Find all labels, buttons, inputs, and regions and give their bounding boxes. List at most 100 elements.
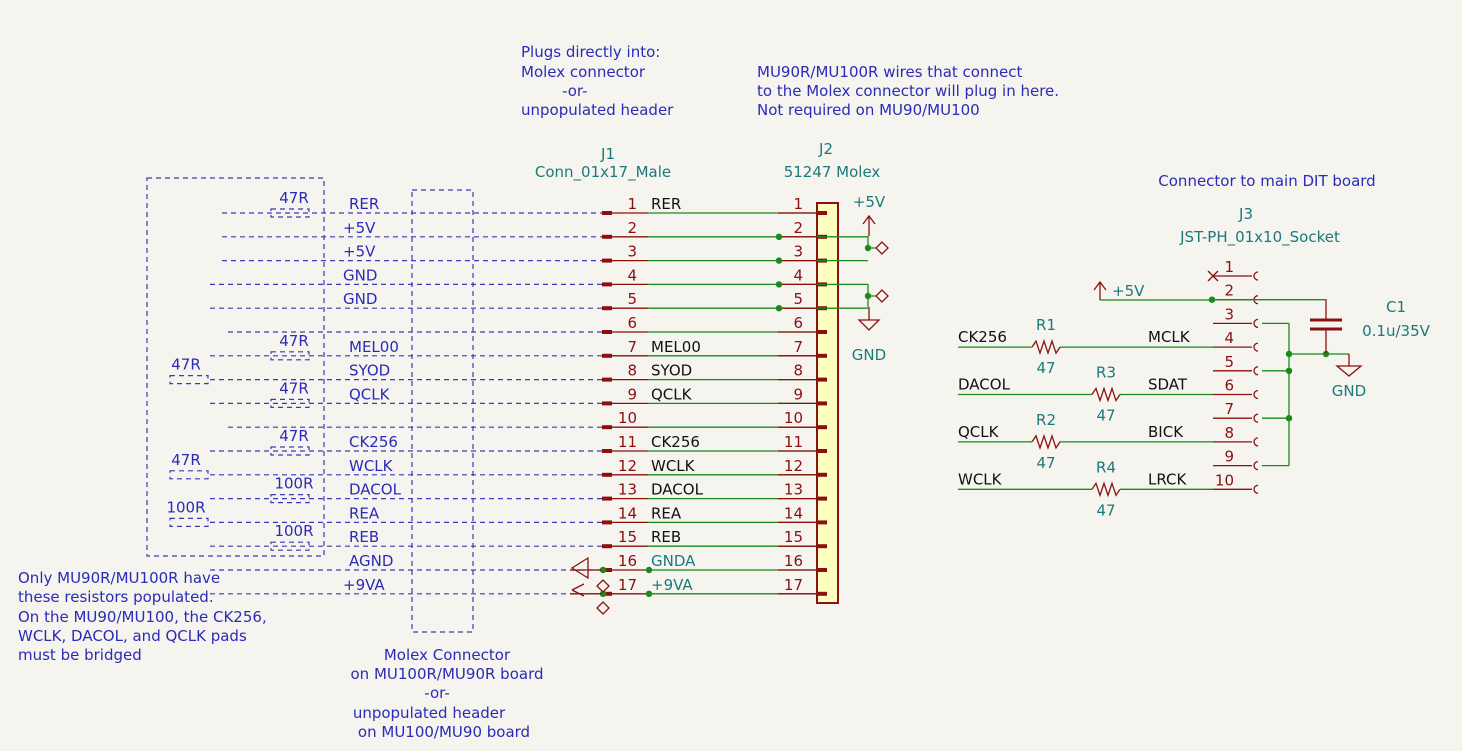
j3-pin-number: 9 <box>1224 448 1234 466</box>
j1-pin-number: 5 <box>627 290 637 308</box>
note-molex: Molex Connector on MU100R/MU90R board -o… <box>351 646 544 741</box>
right-net-in: CK256 <box>958 328 1007 346</box>
j3-value: JST-PH_01x10_Socket <box>1179 228 1340 247</box>
right-plus5v-symbol: +5V <box>1093 280 1145 300</box>
left-resistor-label: 47R <box>279 427 309 445</box>
j2-pin-number: 14 <box>784 504 803 522</box>
resistor-zigzag <box>1091 386 1121 403</box>
j2-pin-number: 1 <box>793 195 803 213</box>
j3-pin-number: 3 <box>1224 305 1234 323</box>
right-gnd-label: GND <box>1332 382 1366 400</box>
gnd-symbol: GND <box>852 307 886 364</box>
j1-pin-number: 4 <box>627 266 637 284</box>
j3-pin: 1 <box>1213 258 1259 281</box>
molex-header-box <box>411 189 474 633</box>
j3-pin: 4 <box>1213 329 1259 352</box>
j1-net-label: CK256 <box>651 433 700 451</box>
j1-pin-number: 3 <box>627 243 637 261</box>
j3-pin-number: 5 <box>1224 353 1234 371</box>
resistor-region-box <box>146 177 325 557</box>
left-resistor: 47R <box>270 332 310 361</box>
left-net-label: +5V <box>343 219 376 237</box>
j1-pin-number: 15 <box>618 528 637 546</box>
left-resistor-label: 47R <box>279 189 309 207</box>
j1-pin-number: 7 <box>627 338 637 356</box>
note-resistors-line: must be bridged <box>18 646 142 664</box>
right-resistor-value: 47 <box>1096 407 1115 425</box>
junction-dot <box>775 233 783 240</box>
j1-net-label: MEL00 <box>651 338 701 356</box>
junction-dot <box>599 590 607 597</box>
right-net-out: MCLK <box>1148 328 1191 346</box>
note-resistors: Only MU90R/MU100R have these resistors p… <box>18 569 267 664</box>
j1-pin-number: 2 <box>627 219 637 237</box>
left-net-label: CK256 <box>349 433 398 451</box>
j2-pin-number: 15 <box>784 528 803 546</box>
plus9va-arrow-icon <box>571 583 585 597</box>
junction-dot <box>1285 350 1293 358</box>
j3-pin-number: 10 <box>1215 471 1234 489</box>
note-mu90r-line: to the Molex connector will plug in here… <box>757 82 1059 100</box>
j1-pin-number: 11 <box>618 433 637 451</box>
right-net-in: QCLK <box>958 423 1000 441</box>
left-net-label: GND <box>343 266 377 284</box>
left-net-label: AGND <box>349 552 393 570</box>
left-resistor: 100R <box>270 522 314 551</box>
j2-pin-number: 7 <box>793 338 803 356</box>
left-resistor: 100R <box>270 475 314 504</box>
note-mu90r-line: MU90R/MU100R wires that connect <box>757 63 1022 81</box>
left-resistor: 47R <box>169 356 209 385</box>
right-net-out: BICK <box>1148 423 1184 441</box>
junction-dot <box>775 281 783 288</box>
j2-pin-number: 4 <box>793 266 803 284</box>
left-resistor-label: 47R <box>279 379 309 397</box>
left-resistor-label: 100R <box>166 498 205 516</box>
right-resistor-ref: R4 <box>1096 458 1116 476</box>
right-resistor-value: 47 <box>1096 501 1115 519</box>
pwr-flag-icon <box>596 579 610 615</box>
j3-pin: 3 <box>1213 305 1259 329</box>
j2-value: 51247 Molex <box>784 163 881 181</box>
junction-dot <box>864 244 872 252</box>
right-net-in: DACOL <box>958 376 1011 394</box>
c1-ref: C1 <box>1386 298 1406 316</box>
right-gnd-symbol: GND <box>1332 354 1366 400</box>
j1-pin-number: 17 <box>618 576 637 594</box>
resistor-zigzag <box>1031 433 1061 450</box>
junction-dot <box>775 257 783 264</box>
note-mu90r: MU90R/MU100R wires that connect to the M… <box>757 63 1059 119</box>
j2-pin-number: 2 <box>793 219 803 237</box>
j1-pin-number: 14 <box>618 504 637 522</box>
c1-value: 0.1u/35V <box>1362 322 1431 340</box>
j2-pin-number: 6 <box>793 314 803 332</box>
j1-net-label: SYOD <box>651 362 692 380</box>
j3-pin: 5 <box>1213 353 1259 376</box>
j1-net-label: GNDA <box>651 552 696 570</box>
right-resistor-ref: R2 <box>1036 411 1056 429</box>
note-molex-line: Molex Connector <box>384 646 511 664</box>
j1-net-label: REB <box>651 528 681 546</box>
j3-pin: 9 <box>1213 448 1259 471</box>
j2-pin-number: 12 <box>784 457 803 475</box>
left-net-label: GND <box>343 290 377 308</box>
j3-pin: 8 <box>1213 424 1259 447</box>
note-plugs-line: unpopulated header <box>521 101 674 119</box>
left-resistor: 47R <box>169 451 209 480</box>
agnd-symbol <box>570 556 589 580</box>
left-net-label: QCLK <box>349 385 391 403</box>
left-net-label: +5V <box>343 243 376 261</box>
note-molex-line: -or- <box>424 684 450 702</box>
right-resistor-ref: R3 <box>1096 364 1116 382</box>
